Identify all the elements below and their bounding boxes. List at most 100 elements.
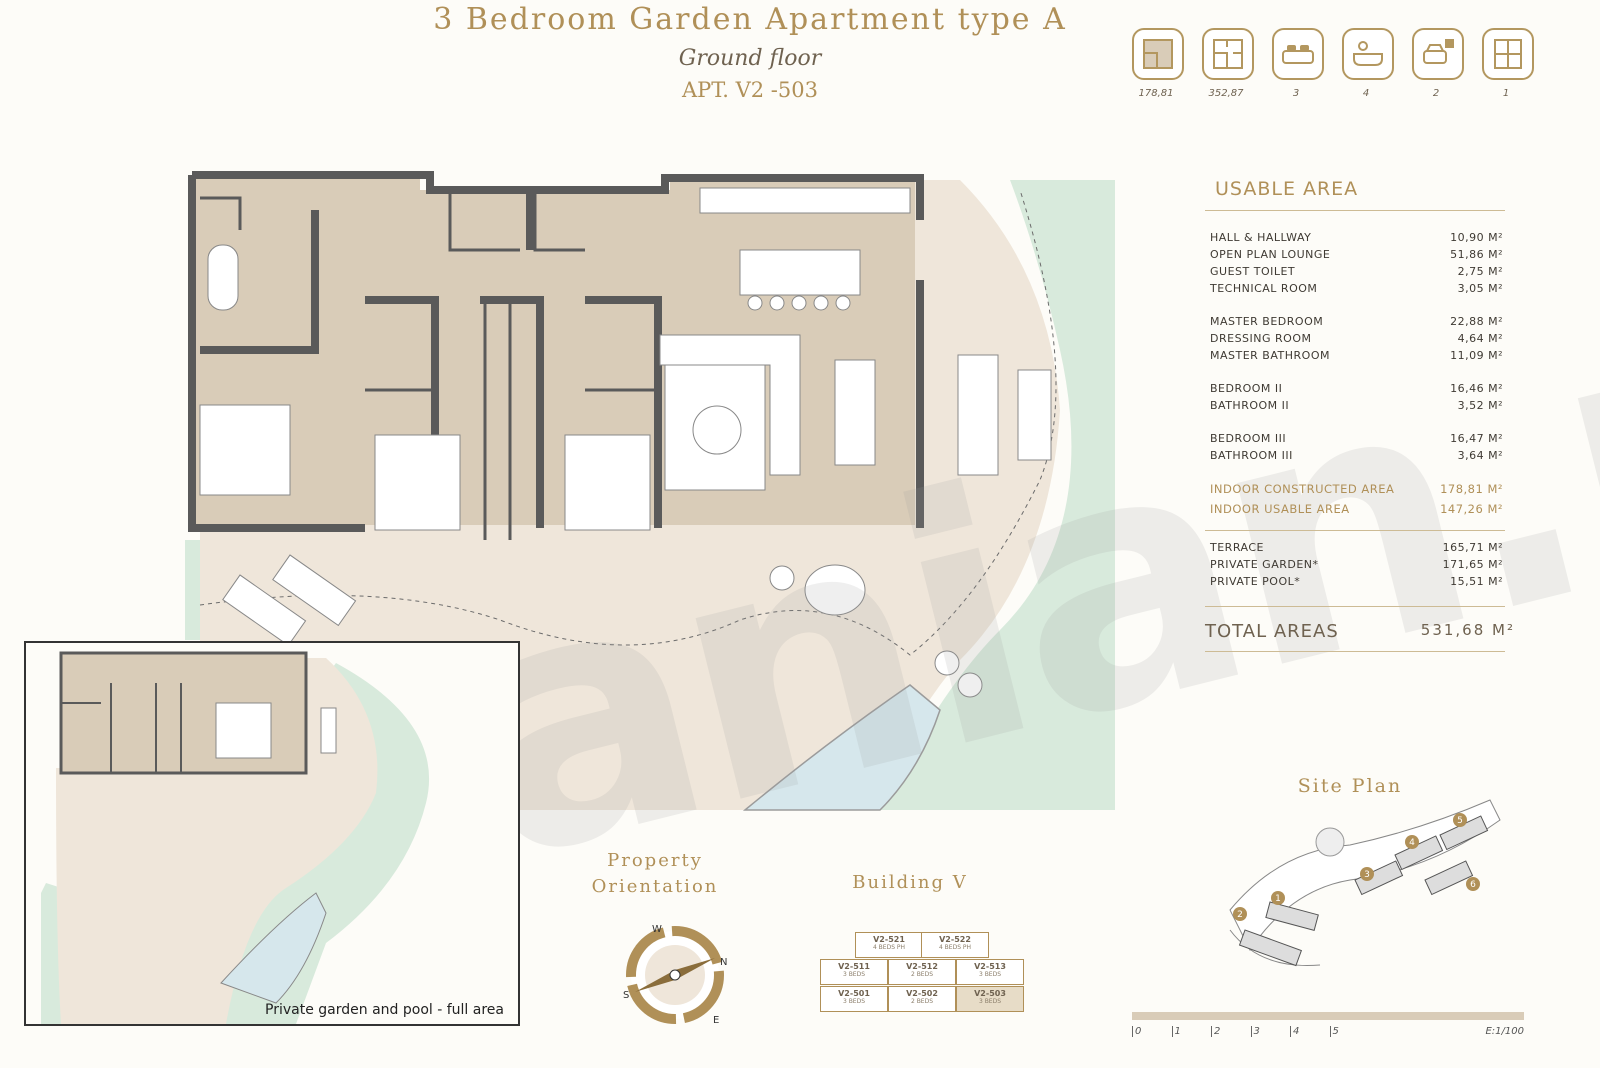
scale-tick: 2 [1211,1026,1220,1037]
pool [742,684,941,811]
storage-icon [1482,28,1534,80]
site-compass-icon [1315,827,1345,857]
site-marker [1405,835,1419,849]
inset-caption: Private garden and pool - full area [265,1002,504,1018]
site-marker-label: 2 [1237,910,1243,920]
compass-s: S [623,990,629,1001]
storage-count: 1 [1502,88,1510,99]
site-marker-label: 6 [1470,880,1476,890]
scale-tick: 4 [1290,1026,1299,1037]
side-disclaimer [1568,40,1582,1040]
site-marker [1233,907,1247,921]
outdoor-sofa [957,354,999,476]
scale-label: E:1/100 [1485,1026,1524,1037]
bedroom-count: 3 [1292,88,1300,99]
scale-tick: 0 [1132,1026,1141,1037]
dining-table [834,359,876,466]
site-plan: 1 2 3 4 5 6 [1229,799,1501,967]
scale-tick: 3 [1250,1026,1260,1037]
stools [747,295,851,311]
outdoor-table [1017,369,1052,461]
site-marker [1453,813,1467,827]
sofa [659,334,801,476]
compass-e: E [713,1015,719,1026]
site-plan-title: Site Plan [1297,775,1403,797]
inset-plan [41,651,430,1024]
site-marker [1466,877,1480,891]
garden-area [880,180,1115,810]
sun-loungers [222,554,357,647]
garden-left-strip [185,540,200,640]
interior-walls [200,190,658,540]
kitchen-island [739,249,861,296]
beds [199,404,651,531]
site-marker-label: 5 [1457,816,1463,826]
coffee-table [692,405,742,455]
kitchen-counter [699,187,911,214]
inset-full-garden: Private garden and pool - full area [24,641,520,1026]
parking-count: 2 [1432,88,1440,99]
building-title: Building V [852,872,968,893]
daybed [804,564,866,616]
scale-bar: 0 1 2 3 4 5 E:1/100 [1132,1012,1524,1042]
planter [957,672,983,698]
site-marker-label: 3 [1364,870,1370,880]
total-area-label: 352,87 [1208,88,1244,99]
planter [769,565,795,591]
bathroom-count: 4 [1362,88,1370,99]
scale-tick: 1 [1171,1026,1181,1037]
bathtub [207,244,239,311]
site-marker [1271,891,1285,905]
orientation-title: Property Orientation [591,850,719,897]
compass-rose: N S E W [623,924,727,1026]
apartment-id: APT. V2 -503 [682,78,818,102]
site-marker-label: 4 [1409,838,1415,848]
compass-w: W [652,924,662,935]
built-area-icon [1132,28,1184,80]
feature-icons: 178,81 352,87 3 4 2 1 [1132,28,1570,108]
parking-icon [1412,28,1464,80]
scale-tick: 5 [1329,1026,1339,1037]
planter [934,650,960,676]
bathroom-icon [1342,28,1394,80]
scale-bar-track [1132,1012,1524,1020]
outdoor-row: PRIVATE GARDEN*171,65 M² [1210,558,1503,571]
floor-subtitle: Ground floor [678,46,822,71]
total-area-icon [1202,28,1254,80]
site-marker [1360,867,1374,881]
site-marker-label: 1 [1275,894,1281,904]
page-title: 3 Bedroom Garden Apartment type A [433,2,1067,37]
site-buildings [1238,815,1489,967]
usable-area-heading: USABLE AREA [1205,178,1505,211]
compass-n: N [720,957,727,968]
walls [188,171,924,532]
outdoor-row: PRIVATE POOL*15,51 M² [1210,575,1503,588]
bedroom-icon [1272,28,1324,80]
built-area-label: 178,81 [1138,88,1174,99]
